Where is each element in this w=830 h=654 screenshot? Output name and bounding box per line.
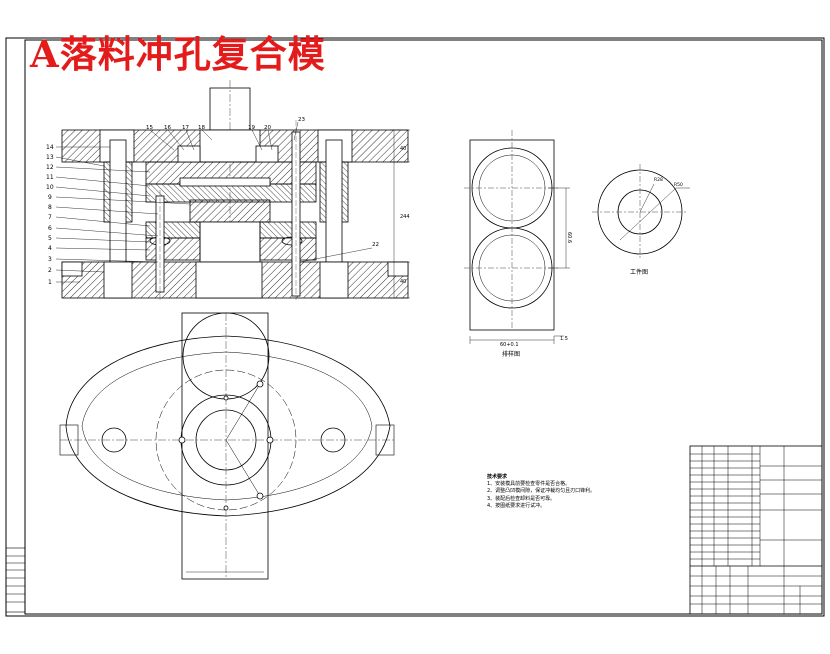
die-set-outline xyxy=(65,335,391,517)
technical-requirements: 技术要求 1、安装模具前要检查零件是否合格。 2、调整凸凹模间隙，保证冲裁均匀且… xyxy=(487,474,595,510)
part-number: 20 xyxy=(264,125,271,131)
part-number: 14 xyxy=(46,144,54,151)
tech-item: 2、调整凸凹模间隙，保证冲裁均匀且刃口锋利。 xyxy=(487,488,596,495)
dimension-label: 40 xyxy=(400,146,406,152)
part-number: 18 xyxy=(198,125,205,131)
drawing-title: A落料冲孔复合模 xyxy=(30,32,326,76)
part-radius-outer: R50 xyxy=(674,182,683,188)
part-number: 10 xyxy=(46,184,54,191)
die-set-inner-outline xyxy=(81,351,373,501)
layout-width-dimension: 60+0.1 xyxy=(500,342,519,348)
part-number: 8 xyxy=(48,204,52,211)
plan-view xyxy=(59,312,395,580)
part-caption: 工件图 xyxy=(630,268,648,276)
part-number: 22 xyxy=(372,242,379,248)
spacer-plate xyxy=(145,183,317,203)
part-number: 11 xyxy=(46,174,54,181)
layout-caption: 排样图 xyxy=(502,350,520,358)
title-block xyxy=(689,445,823,615)
part-number: 19 xyxy=(248,125,255,131)
part-number: 1 xyxy=(48,279,52,286)
tech-heading: 技术要求 xyxy=(487,474,508,480)
part-number: 16 xyxy=(164,125,171,131)
part-number: 4 xyxy=(48,245,52,252)
part-view xyxy=(592,164,690,260)
part-number: 17 xyxy=(182,125,189,131)
part-labels-top: 15 16 17 18 19 20 23 22 xyxy=(146,117,379,248)
punch-die xyxy=(189,199,271,223)
inner-border xyxy=(24,39,823,615)
dimension-label: 244 xyxy=(400,214,410,220)
side-table xyxy=(5,547,26,613)
tech-item: 4、按图纸要求进行试冲。 xyxy=(487,502,546,509)
tech-item: 1、安装模具前要检查零件是否合格。 xyxy=(487,481,571,488)
layout-gap-dimension: 1.5 xyxy=(560,336,568,342)
plate-dimensions: 40 244 40 xyxy=(400,146,410,285)
part-number: 3 xyxy=(48,256,52,263)
part-number: 2 xyxy=(48,267,52,274)
part-number: 5 xyxy=(48,235,52,242)
part-number: 9 xyxy=(48,194,52,201)
die-plate xyxy=(145,237,201,261)
part-radius-inner: R28 xyxy=(654,177,663,183)
part-number: 13 xyxy=(46,154,54,161)
part-labels-left: 14 13 12 11 10 9 8 7 6 5 4 3 2 1 xyxy=(46,144,54,286)
layout-pitch-dimension: 60.6 xyxy=(566,232,572,243)
strip-layout xyxy=(464,130,570,344)
part-number: 6 xyxy=(48,225,52,232)
section-view xyxy=(55,80,410,300)
rubber-right xyxy=(255,145,279,163)
part-number: 23 xyxy=(298,117,305,123)
outer-border xyxy=(5,37,825,617)
tech-item: 3、装配后检查卸料是否可靠。 xyxy=(487,495,556,502)
rubber-left xyxy=(177,145,201,163)
part-number: 12 xyxy=(46,164,54,171)
part-number: 15 xyxy=(146,125,153,131)
part-number: 7 xyxy=(48,214,52,221)
dimension-label: 40 xyxy=(400,279,406,285)
